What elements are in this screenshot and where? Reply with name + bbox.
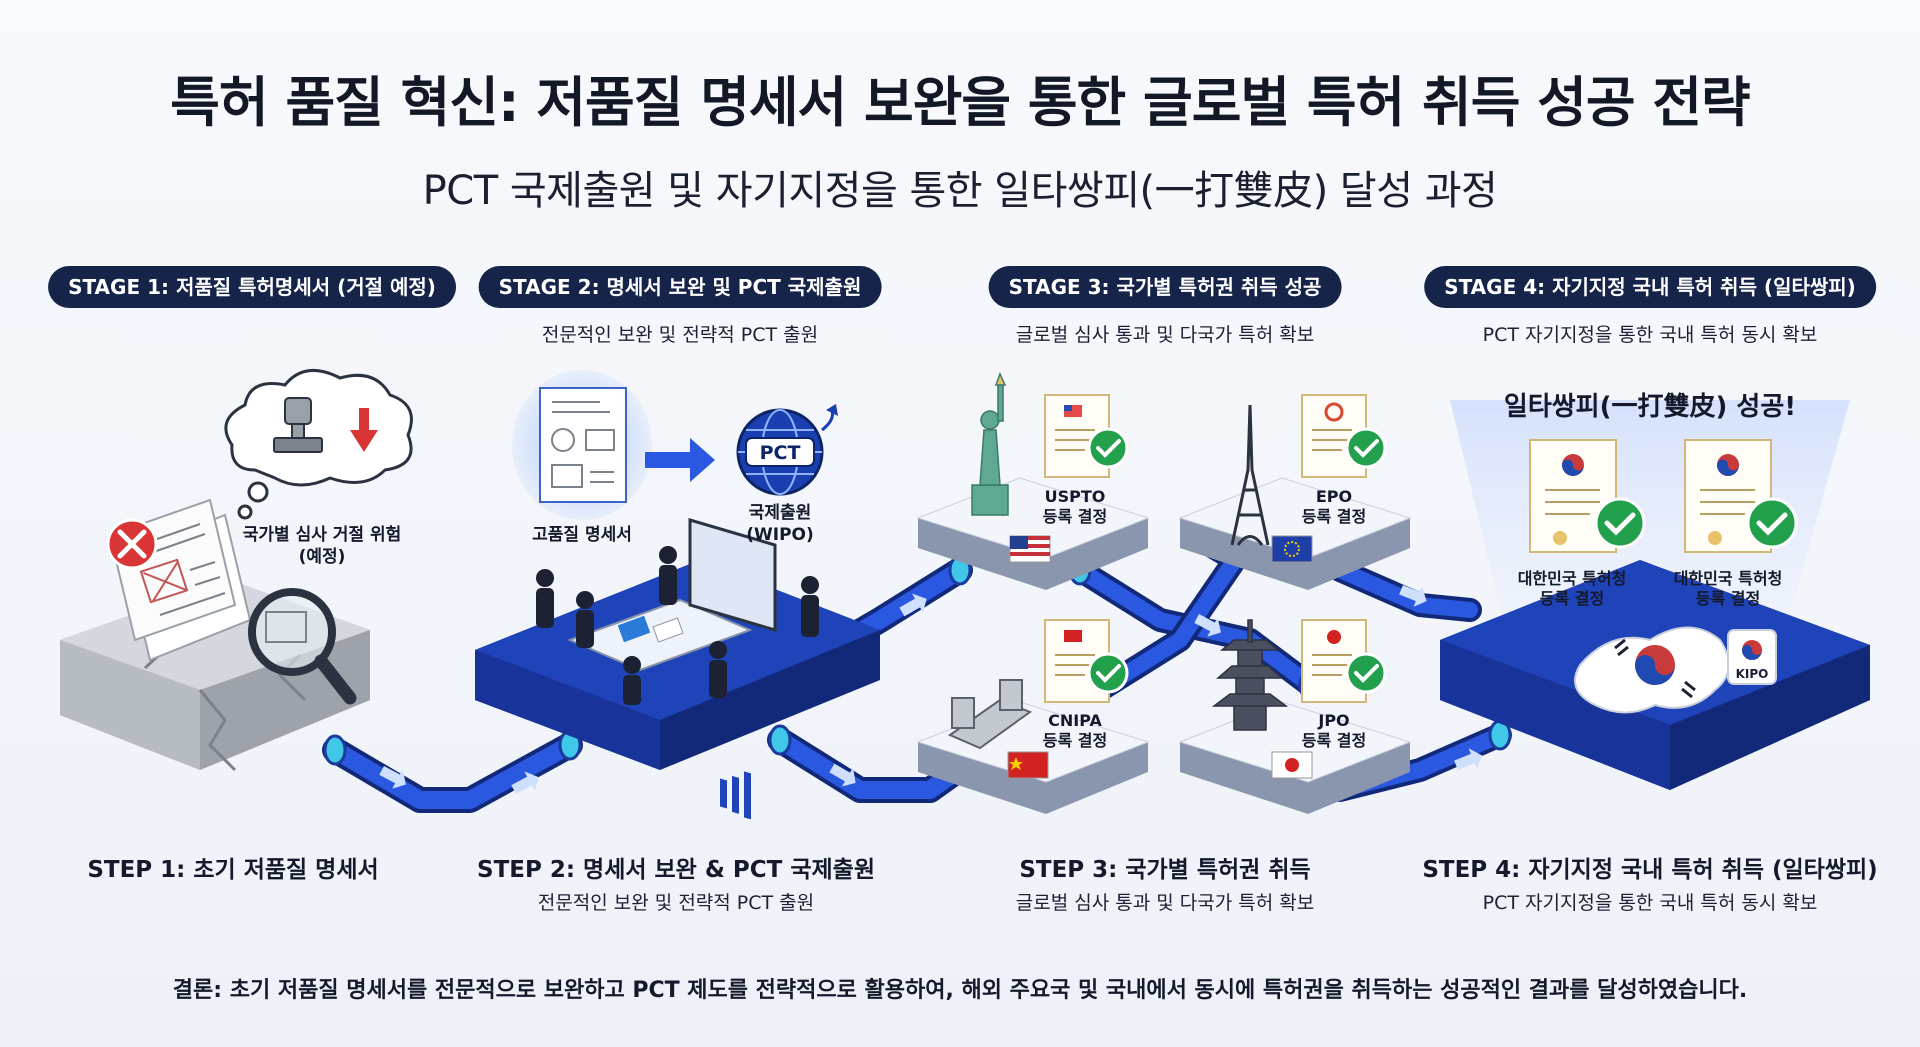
step-3-desc: 글로벌 심사 통과 및 다국가 특허 확보 bbox=[1015, 892, 1315, 914]
jp-flag-icon bbox=[1271, 751, 1313, 779]
step-2-title: STEP 2: 명세서 보완 & PCT 국제출원 bbox=[477, 857, 875, 883]
step-3-title: STEP 3: 국가별 특허권 취득 bbox=[1019, 857, 1311, 883]
kr-flag-emblem bbox=[1614, 638, 1696, 699]
office-uspto-name: USPTO bbox=[1045, 487, 1106, 506]
stage-1-risk-line2: (예정) bbox=[299, 547, 346, 567]
office-tile-uspto: USPTO 등록 결정 bbox=[916, 372, 1150, 590]
eiffel-tower-icon bbox=[1230, 404, 1270, 546]
kr-cert-2-line1: 대한민국 특허청 bbox=[1674, 569, 1783, 588]
down-arrow-icon bbox=[350, 408, 378, 452]
office-cnipa-name: CNIPA bbox=[1048, 711, 1102, 730]
conclusion-text: 결론: 초기 저품질 명세서를 전문적으로 보완하고 PCT 제도를 전략적으로… bbox=[172, 978, 1748, 1003]
stage-1-risk-line1: 국가별 심사 거절 위험 bbox=[243, 524, 402, 545]
check-icon-kr-1 bbox=[1594, 497, 1646, 549]
step-1-title: STEP 1: 초기 저품질 명세서 bbox=[87, 857, 379, 883]
check-icon-cnipa bbox=[1087, 652, 1129, 694]
wipo-line1: 국제출원 bbox=[749, 503, 812, 523]
kipo-text: KIPO bbox=[1736, 667, 1769, 681]
kr-cert-2-line2: 등록 결정 bbox=[1696, 589, 1760, 608]
kr-cert-1-line2: 등록 결정 bbox=[1540, 589, 1604, 608]
step-4-desc: PCT 자기지정을 통한 국내 특허 동시 확보 bbox=[1482, 892, 1818, 914]
office-uspto-status: 등록 결정 bbox=[1043, 507, 1107, 526]
stage-4-label: STAGE 4: 자기지정 국내 특허 취득 (일타쌍피) bbox=[1424, 266, 1876, 308]
thought-cloud bbox=[224, 368, 413, 520]
step-2-desc: 전문적인 보완 및 전략적 PCT 출원 bbox=[537, 892, 815, 914]
pct-badge-text: PCT bbox=[760, 442, 801, 464]
pagoda-icon bbox=[1211, 619, 1289, 731]
stage-4-success-label: 일타쌍피(一打雙皮) 성공! bbox=[1503, 392, 1797, 422]
eu-flag-icon bbox=[1271, 535, 1313, 563]
office-epo-name: EPO bbox=[1316, 487, 1352, 506]
reject-x-icon bbox=[106, 518, 158, 570]
check-icon-jpo bbox=[1345, 652, 1387, 694]
office-tile-cnipa: CNIPA 등록 결정 bbox=[916, 619, 1150, 814]
page-subtitle: PCT 국제출원 및 자기지정을 통한 일타쌍피(一打雙皮) 달성 과정 bbox=[422, 168, 1498, 214]
check-icon-uspto bbox=[1087, 427, 1129, 469]
stage-3-label: STAGE 3: 국가별 특허권 취득 성공 bbox=[988, 266, 1342, 308]
cn-flag-icon bbox=[1007, 751, 1049, 779]
stage-2-desc: 전문적인 보완 및 전략적 PCT 출원 bbox=[541, 324, 819, 346]
flow-arrows bbox=[379, 585, 1483, 794]
great-wall-icon bbox=[947, 679, 1033, 750]
step-4-title: STEP 4: 자기지정 국내 특허 취득 (일타쌍피) bbox=[1422, 857, 1878, 883]
stage-4-desc: PCT 자기지정을 통한 국내 특허 동시 확보 bbox=[1482, 324, 1818, 346]
us-flag-icon bbox=[1009, 535, 1051, 563]
stage-2-label: STAGE 2: 명세서 보완 및 PCT 국제출원 bbox=[478, 266, 882, 308]
korea-map-icon bbox=[1574, 626, 1730, 714]
team-people bbox=[536, 546, 819, 705]
stage-2-platform bbox=[475, 560, 880, 770]
wipo-line2: (WIPO) bbox=[746, 525, 814, 545]
globe-icon: PCT bbox=[736, 404, 838, 496]
kr-cert-1-line1: 대한민국 특허청 bbox=[1518, 569, 1627, 588]
meeting-table bbox=[567, 598, 753, 672]
stamp-icon bbox=[273, 397, 323, 453]
office-cnipa-status: 등록 결정 bbox=[1043, 731, 1107, 750]
presentation-screen bbox=[688, 517, 777, 820]
office-jpo-name: JPO bbox=[1317, 711, 1349, 730]
check-icon-epo bbox=[1345, 427, 1387, 469]
stage-2-doc-label: 고품질 명세서 bbox=[532, 524, 632, 545]
high-quality-document bbox=[512, 370, 652, 520]
office-tile-jpo: JPO 등록 결정 bbox=[1178, 619, 1412, 814]
statue-of-liberty-icon bbox=[971, 372, 1009, 516]
office-jpo-status: 등록 결정 bbox=[1302, 731, 1366, 750]
office-epo-status: 등록 결정 bbox=[1302, 507, 1366, 526]
stage-3-desc: 글로벌 심사 통과 및 다국가 특허 확보 bbox=[1015, 324, 1315, 346]
magnifier-icon bbox=[248, 588, 357, 705]
page-title: 특허 품질 혁신: 저품질 명세서 보완을 통한 글로벌 특허 취득 성공 전략 bbox=[170, 71, 1750, 134]
check-icon-kr-2 bbox=[1746, 497, 1798, 549]
kipo-logo-icon: KIPO bbox=[1727, 629, 1777, 685]
office-tile-epo: EPO 등록 결정 bbox=[1178, 394, 1412, 590]
right-arrow-icon bbox=[645, 438, 715, 482]
stage-1-label: STAGE 1: 저품질 특허명세서 (거절 예정) bbox=[48, 266, 456, 308]
